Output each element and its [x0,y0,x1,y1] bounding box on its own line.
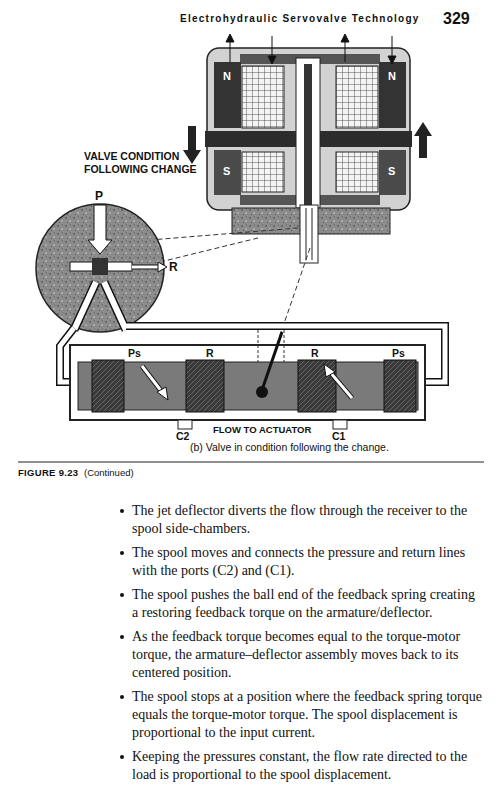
rotation-arrows [414,122,432,158]
bullet-text: As the feedback torque becomes equal to … [132,628,482,682]
jet-stage [92,258,108,275]
base-block [312,208,313,260]
bullet-dot [120,509,124,513]
bullet-dot [120,695,124,699]
torque-motor [207,48,410,210]
running-header: Electrohydraulic Servovalve Technology [180,13,420,24]
base-block [300,205,318,263]
jet-stage [36,204,167,332]
spool-valve [70,345,425,420]
spool-valve [262,332,282,390]
pole-label: S [388,165,395,177]
figure-note: (Continued) [84,467,134,478]
base-block [232,205,390,263]
figure-caption: (b) Valve in condition following the cha… [190,441,389,453]
port-label: C1 [332,430,345,442]
spool-valve [284,330,285,362]
torque-motor [214,62,241,128]
spool-valve [186,360,224,412]
jet-stage [74,282,96,330]
bullet-text: Keeping the pressures constant, the flow… [132,748,482,784]
spool-valve [142,366,162,392]
spool-valve [78,362,418,410]
bullet-item: Keeping the pressures constant, the flow… [120,748,482,784]
torque-motor [205,48,412,210]
torque-motor [242,152,284,192]
torque-motor [379,150,406,195]
port-label: R [311,347,319,359]
torque-motor [379,62,406,128]
jet-stage [158,262,167,272]
jet-stage [132,265,160,270]
bullet-text: The spool pushes the ball end of the fee… [132,586,482,622]
base-block [306,208,307,260]
jet-stage [88,205,112,254]
spool-valve [70,330,425,429]
state-heading: VALVE CONDITION FOLLOWING CHANGE [84,150,199,176]
port-label: R [169,260,178,274]
bullet-dot [120,593,124,597]
flow-label: FLOW TO ACTUATOR [213,424,311,435]
bullet-item: As the feedback torque becomes equal to … [120,628,482,682]
jet-stage [104,282,126,330]
page-number: 329 [443,10,470,28]
spool-valve [157,387,168,400]
torque-motor [242,66,284,128]
torque-motor [214,150,241,195]
signal-arrows [388,56,396,64]
spool-valve [298,360,336,412]
pole-label: N [388,70,396,82]
caption-rule [18,462,484,463]
spool-valve [178,420,192,429]
spool-valve [333,420,347,429]
spool-valve [256,386,268,398]
port-label: Ps [128,347,141,359]
figure-number: FIGURE 9.23 [18,467,78,478]
pole-label: N [223,70,231,82]
bullet-dot [120,551,124,555]
bullet-dot [120,755,124,759]
bullet-list: The jet deflector diverts the flow throu… [120,502,482,790]
jet-stage [132,266,160,269]
torque-motor [336,66,378,128]
spool-valve [384,360,416,412]
leader-lines [160,238,258,262]
leader-lines [150,228,298,240]
jet-stage [36,204,164,332]
spool-valve [258,330,259,362]
spool-valve [92,360,124,412]
port-label: P [95,189,103,203]
torque-motor [296,58,320,208]
bullet-item: The jet deflector diverts the flow throu… [120,502,482,538]
torque-motor [336,152,378,192]
bullet-text: The spool stops at a position where the … [132,688,482,742]
port-label: C2 [176,430,189,442]
signal-arrows [226,34,234,42]
signal-arrows [341,34,349,42]
spool-valve [330,372,352,398]
bullet-dot [120,635,124,639]
bullet-item: The spool stops at a position where the … [120,688,482,742]
spool-valve [142,366,162,392]
torque-motor [304,64,312,206]
signal-arrows [226,34,396,64]
rotation-arrows [183,126,201,164]
spool-valve [330,372,352,398]
jet-stage [104,282,126,330]
jet-stage [74,282,96,330]
pole-label: S [223,165,230,177]
bullet-item: The spool pushes the ball end of the fee… [120,586,482,622]
port-label: Ps [392,347,405,359]
rotation-arrows [183,122,432,164]
bullet-item: The spool moves and connects the pressur… [120,544,482,580]
bullet-text: The spool moves and connects the pressur… [132,544,482,580]
port-label: R [206,347,214,359]
bullet-text: The jet deflector diverts the flow throu… [132,502,482,538]
spool-valve [324,364,335,377]
signal-arrows [268,56,276,64]
